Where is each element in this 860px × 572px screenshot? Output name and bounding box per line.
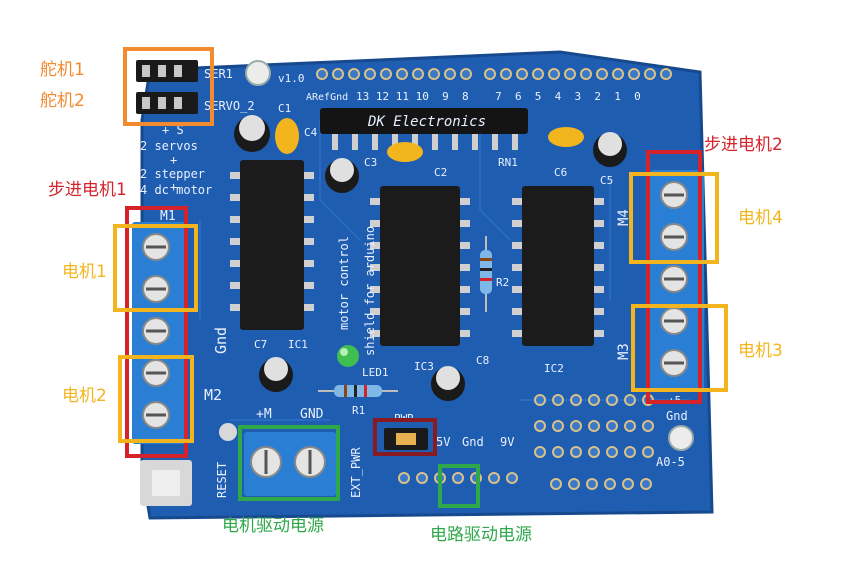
motor4-box (629, 172, 719, 264)
silk-ic3: IC3 (414, 360, 434, 373)
silk-m4: M4 (616, 209, 632, 226)
label-motor3: 电机3 (738, 341, 783, 361)
pwr-jumper-box (373, 418, 437, 456)
silk-gnd-2: Gnd (462, 435, 484, 449)
motor-power-box (238, 425, 340, 501)
silk-ic2: IC2 (544, 362, 564, 375)
ic2-chip (512, 186, 604, 346)
silk-info-2: + (170, 153, 177, 167)
label-servo2: 舵机2 (40, 91, 85, 111)
silk-a0-5: A0-5 (656, 455, 685, 469)
terminal-block-right (650, 170, 704, 392)
silk-c2: C2 (434, 166, 447, 179)
electrolytic-capacitor (234, 115, 270, 152)
silk-m1: M1 (160, 209, 176, 224)
silk-r1: R1 (352, 404, 365, 417)
electrolytic-capacitor (431, 366, 465, 401)
silk-c4: C4 (304, 126, 318, 139)
mount-hole (245, 60, 271, 86)
silk-version: v1.0 (278, 72, 305, 85)
resistor-r2 (480, 236, 492, 312)
terminal-block-left (132, 222, 186, 444)
label-motor4: 电机4 (738, 208, 783, 228)
analog-prototype-holes (534, 394, 654, 490)
silk-rn1: RN1 (498, 156, 518, 169)
silk-info-4: + (170, 180, 177, 194)
silk-9v: 9V (500, 435, 514, 449)
silk-reset: RESET (215, 462, 229, 498)
motor2-box (118, 355, 194, 443)
silk-r2: R2 (496, 276, 509, 289)
label-motor2: 电机2 (62, 386, 107, 406)
label-stepper2: 步进电机2 (704, 135, 783, 155)
ceramic-capacitor (387, 142, 423, 162)
mount-hole (219, 423, 237, 441)
silk-servo2: SERVO_2 (204, 99, 255, 113)
rn1-pins (332, 134, 518, 150)
silk-plus-m: +M (256, 407, 272, 422)
digital-header-holes (316, 68, 672, 80)
silk-led1: LED1 (362, 366, 389, 379)
silk-gnd-right: Gnd (666, 409, 688, 423)
motor1-box (113, 224, 198, 312)
pwr-jumper-cap (396, 433, 416, 445)
ceramic-capacitor (275, 118, 299, 154)
ic3-chip (370, 186, 470, 346)
silk-c3: C3 (364, 156, 377, 169)
label-motor-power: 电机驱动电源 (222, 516, 324, 536)
label-stepper1: 步进电机1 (48, 180, 127, 200)
pcb-traces (199, 120, 690, 421)
silk-shield-for-arduino: shield for arduino (363, 226, 377, 356)
silk-motor-control: motor control (337, 236, 351, 330)
resistor-network (320, 108, 528, 134)
silk-5v: 5V (436, 435, 450, 449)
silk-info-3: 2 stepper (140, 167, 205, 181)
led1 (337, 345, 359, 367)
label-servo1: 舵机1 (40, 60, 85, 80)
terminal-block-ext-power (244, 432, 336, 496)
servo-box (123, 47, 214, 126)
silk-c8: C8 (476, 354, 489, 367)
reset-button (140, 460, 192, 506)
mount-hole (668, 425, 694, 451)
silk-ext-pwr: EXT_PWR (349, 447, 363, 498)
silk-info-1: 2 servos (140, 139, 198, 153)
ceramic-capacitor (548, 127, 584, 147)
ic1-chip (230, 160, 314, 330)
silk-c7: C7 (254, 338, 267, 351)
label-motor1: 电机1 (62, 262, 107, 282)
silk-gnd: GND (300, 407, 324, 422)
silk-gnd-vertical: Gnd (212, 327, 230, 354)
label-logic-power: 电路驱动电源 (430, 525, 532, 545)
silk-m3: M3 (616, 343, 632, 360)
motor3-box (631, 304, 728, 392)
silk-m2: M2 (204, 386, 222, 404)
electrolytic-capacitor (325, 158, 359, 193)
stepper2-box (646, 150, 702, 404)
silk-aref-gnd: ARefGnd (306, 92, 348, 103)
logic-power-box (438, 464, 480, 508)
silk-ic1: IC1 (288, 338, 308, 351)
silk-c6: C6 (554, 166, 567, 179)
electrolytic-capacitor (259, 357, 293, 392)
resistor-r1 (318, 385, 398, 397)
silk-pin-numbers: 13 12 11 10 9 8 7 6 5 4 3 2 1 0 (356, 90, 641, 103)
silk-ser1: SER1 (204, 67, 233, 81)
silk-brand: DK Electronics (367, 114, 486, 130)
stepper1-box (125, 206, 188, 458)
silk-plus-s: + S (162, 123, 184, 137)
silk-c1: C1 (278, 102, 291, 115)
electrolytic-capacitor (593, 132, 627, 167)
silk-c5: C5 (600, 174, 613, 187)
servo-headers (136, 60, 198, 114)
silk-info-5: 4 dc motor (140, 183, 212, 197)
